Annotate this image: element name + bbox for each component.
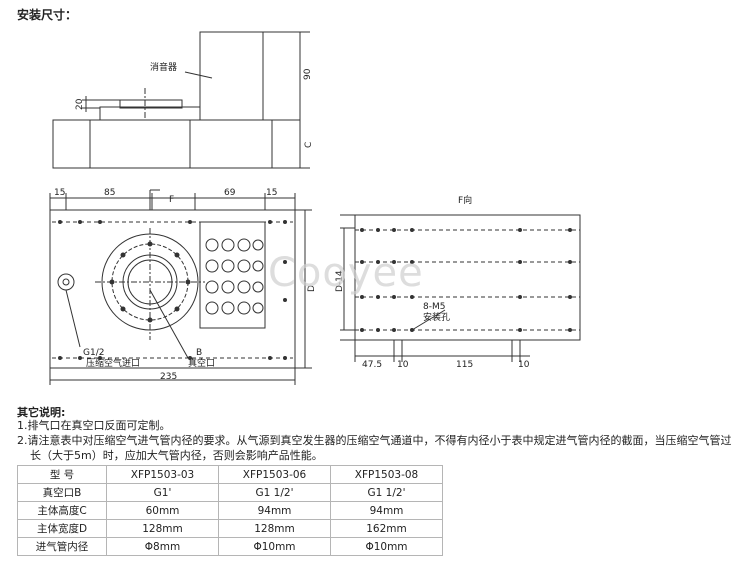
dim-15b: 15 bbox=[266, 188, 277, 198]
table-cell: G1 1/2' bbox=[218, 483, 331, 502]
table-cell: Φ8mm bbox=[106, 537, 219, 556]
table-header-cell: XFP1503-03 bbox=[106, 465, 219, 484]
f-view-label: F向 bbox=[458, 194, 472, 206]
m5-label: 8-M5 bbox=[423, 302, 445, 312]
note-line-2: 2.请注意表中对压缩空气进气管内径的要求。从气源到真空发生器的压缩空气通道中，不… bbox=[17, 434, 732, 447]
dim-10a: 10 bbox=[397, 360, 409, 370]
dim-20: 20 bbox=[75, 98, 85, 110]
notes-title: 其它说明: bbox=[17, 406, 66, 419]
table-cell: 60mm bbox=[106, 501, 219, 520]
section-title: 安装尺寸： bbox=[17, 8, 78, 22]
table-cell: 真空口B bbox=[17, 483, 107, 502]
table-cell: 128mm bbox=[106, 519, 219, 538]
table-header-row: 型 号 XFP1503-03 XFP1503-06 XFP1503-08 bbox=[17, 465, 443, 484]
dim-d: D bbox=[307, 285, 317, 292]
table-header-cell: 型 号 bbox=[17, 465, 107, 484]
table-cell: G1 1/2' bbox=[330, 483, 443, 502]
table-header-cell: XFP1503-08 bbox=[330, 465, 443, 484]
dim-90: 90 bbox=[303, 68, 313, 80]
table-cell: 162mm bbox=[330, 519, 443, 538]
note-line-2b: 长（大于5m）时，应加大气管内径，否则会影响产品性能。 bbox=[30, 449, 323, 462]
dim-c: C bbox=[304, 142, 314, 148]
dim-115: 115 bbox=[456, 360, 473, 370]
flange-block bbox=[119, 99, 183, 109]
table-cell: 主体高度C bbox=[17, 501, 107, 520]
b-label: B bbox=[196, 348, 202, 358]
note-line-1: 1.排气口在真空口反面可定制。 bbox=[17, 419, 171, 432]
main-body-front bbox=[49, 209, 296, 369]
arrow-f-label: F bbox=[169, 195, 174, 205]
dim-47-5: 47.5 bbox=[362, 360, 382, 370]
dim-235: 235 bbox=[160, 372, 177, 382]
table-cell: 主体宽度D bbox=[17, 519, 107, 538]
dim-10b: 10 bbox=[518, 360, 530, 370]
muffler-panel bbox=[199, 221, 266, 329]
technical-drawing: 消音器 90 20 C F F向 15 85 69 15 235 D D-14 … bbox=[49, 31, 581, 385]
muffler-hole-grid bbox=[205, 238, 264, 315]
dim-15a: 15 bbox=[54, 188, 65, 198]
table-row: 主体宽度D 128mm 128mm 162mm bbox=[17, 519, 443, 538]
table-row: 主体高度C 60mm 94mm 94mm bbox=[17, 501, 443, 520]
dim-d14: D-14 bbox=[335, 270, 345, 292]
table-cell: 128mm bbox=[218, 519, 331, 538]
flange-base bbox=[99, 106, 201, 121]
table-row: 进气管内径 Φ8mm Φ10mm Φ10mm bbox=[17, 537, 443, 556]
g12-label: G1/2 bbox=[83, 348, 104, 358]
air-inlet-port bbox=[57, 273, 75, 291]
table-cell: 94mm bbox=[330, 501, 443, 520]
table-row: 真空口B G1' G1 1/2' G1 1/2' bbox=[17, 483, 443, 502]
f-view-body bbox=[354, 214, 581, 341]
muffler-body bbox=[199, 31, 264, 121]
vacuum-port-label: 真空口 bbox=[188, 357, 215, 369]
dim-85: 85 bbox=[104, 188, 115, 198]
table-cell: Φ10mm bbox=[330, 537, 443, 556]
table-cell: 进气管内径 bbox=[17, 537, 107, 556]
dim-69: 69 bbox=[224, 188, 236, 198]
air-inlet-label: 压缩空气进口 bbox=[86, 357, 140, 369]
table-header-cell: XFP1503-06 bbox=[218, 465, 331, 484]
table-cell: Φ10mm bbox=[218, 537, 331, 556]
spec-table: 型 号 XFP1503-03 XFP1503-06 XFP1503-08 真空口… bbox=[17, 465, 443, 556]
mount-hole-label: 安装孔 bbox=[423, 311, 450, 323]
table-cell: G1' bbox=[106, 483, 219, 502]
table-cell: 94mm bbox=[218, 501, 331, 520]
muffler-label: 消音器 bbox=[150, 61, 177, 73]
watermark: Cooyee bbox=[268, 250, 424, 296]
